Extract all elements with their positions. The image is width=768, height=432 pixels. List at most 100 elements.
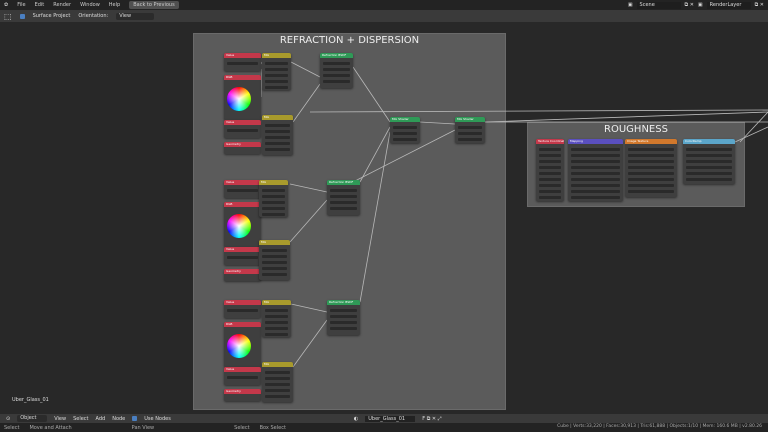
node-value[interactable]: Value [224, 367, 261, 385]
node-field[interactable] [262, 255, 287, 258]
node-field[interactable] [686, 148, 732, 151]
menu-node[interactable]: Node [112, 415, 126, 422]
node-header[interactable]: Mapping [568, 139, 623, 144]
menu-window[interactable]: Window [80, 2, 100, 8]
node-bsdf[interactable]: Refraction BSDF [320, 53, 353, 88]
node-field[interactable] [227, 62, 258, 65]
node-header[interactable]: Refraction BSDF [327, 300, 360, 305]
node-field[interactable] [393, 126, 417, 129]
node-image-texture[interactable]: Image Texture [625, 139, 677, 197]
node-field[interactable] [571, 148, 620, 151]
node-field[interactable] [571, 196, 620, 199]
node-field[interactable] [539, 148, 561, 151]
node-field[interactable] [262, 189, 285, 192]
node-field[interactable] [571, 166, 620, 169]
node-header[interactable]: Value [224, 247, 261, 252]
node-field[interactable] [571, 178, 620, 181]
node-header[interactable]: Mix [262, 115, 293, 120]
node-rgb[interactable]: RGB [224, 202, 261, 247]
node-bsdf[interactable]: Refraction BSDF [327, 300, 360, 335]
node-mix[interactable]: Mix [262, 115, 293, 155]
node-field[interactable] [265, 327, 288, 330]
node-mix[interactable]: Mix [262, 300, 291, 337]
node-field[interactable] [330, 201, 357, 204]
node-field[interactable] [265, 371, 290, 374]
node-field[interactable] [571, 160, 620, 163]
new-layer-icon[interactable]: ⧉ ✕ [754, 2, 764, 8]
node-header[interactable]: Value [224, 180, 261, 185]
node-field[interactable] [262, 267, 287, 270]
node-value[interactable]: Value [224, 300, 261, 318]
node-mix[interactable]: Mix [262, 53, 291, 90]
node-field[interactable] [265, 333, 288, 336]
node-geometry[interactable]: Geometry [224, 389, 261, 401]
node-header[interactable]: Image Texture [625, 139, 677, 144]
node-field[interactable] [323, 74, 350, 77]
node-field[interactable] [330, 195, 357, 198]
node-field[interactable] [539, 178, 561, 181]
menu-add[interactable]: Add [95, 415, 106, 422]
material-actions-icon[interactable]: F ⧉ ✕ ⤢ [422, 415, 442, 422]
node-field[interactable] [628, 166, 674, 169]
color-wheel[interactable] [227, 334, 251, 358]
orientation-dropdown[interactable]: View [116, 12, 155, 20]
use-nodes-checkbox[interactable] [132, 416, 138, 421]
node-field[interactable] [265, 389, 290, 392]
node-header[interactable]: Texture Coordinate [536, 139, 564, 144]
node-field[interactable] [330, 327, 357, 330]
node-field[interactable] [458, 126, 482, 129]
node-bsdf[interactable]: Refraction BSDF [327, 180, 360, 215]
color-wheel[interactable] [227, 87, 251, 111]
node-mix[interactable]: Mix [259, 240, 290, 280]
node-header[interactable]: ColorRamp [683, 139, 735, 144]
node-header[interactable]: Mix [262, 53, 291, 58]
scene-field[interactable]: Scene [636, 1, 681, 9]
node-field[interactable] [628, 190, 674, 193]
node-header[interactable]: Geometry [224, 142, 261, 147]
node-field[interactable] [539, 166, 561, 169]
node-field[interactable] [539, 196, 561, 199]
color-wheel[interactable] [227, 214, 251, 238]
node-field[interactable] [686, 172, 732, 175]
scene-icon[interactable]: ▣ [627, 2, 633, 8]
node-field[interactable] [628, 184, 674, 187]
node-header[interactable]: Refraction BSDF [320, 53, 353, 58]
node-field[interactable] [330, 321, 357, 324]
node-field[interactable] [571, 154, 620, 157]
node-field[interactable] [262, 201, 285, 204]
material-field[interactable]: Uber_Glass_01 [365, 415, 416, 422]
node-field[interactable] [262, 195, 285, 198]
node-field[interactable] [265, 80, 288, 83]
material-icon[interactable]: ◐ [353, 415, 359, 422]
node-field[interactable] [539, 190, 561, 193]
node-field[interactable] [262, 207, 285, 210]
node-field[interactable] [628, 178, 674, 181]
node-field[interactable] [458, 138, 482, 141]
node-field[interactable] [227, 256, 258, 259]
node-header[interactable]: Mix [262, 300, 291, 305]
node-field[interactable] [323, 62, 350, 65]
node-header[interactable]: RGB [224, 322, 261, 327]
editor-type-icon[interactable]: ⊙ [6, 415, 11, 422]
node-field[interactable] [262, 273, 287, 276]
node-mix-shader[interactable]: Mix Shader [455, 117, 485, 143]
node-field[interactable] [571, 184, 620, 187]
node-header[interactable]: Value [224, 53, 261, 58]
node-field[interactable] [323, 80, 350, 83]
node-rgb[interactable]: RGB [224, 322, 261, 367]
node-mix[interactable]: Mix [259, 180, 288, 217]
node-field[interactable] [262, 261, 287, 264]
menu-view[interactable]: View [54, 415, 67, 422]
node-field[interactable] [265, 142, 290, 145]
menu-render[interactable]: Render [53, 2, 72, 8]
node-field[interactable] [330, 309, 357, 312]
node-field[interactable] [628, 172, 674, 175]
node-field[interactable] [323, 68, 350, 71]
node-field[interactable] [265, 395, 290, 398]
node-field[interactable] [458, 132, 482, 135]
node-rgb[interactable]: RGB [224, 75, 261, 120]
node-mix[interactable]: Mix [262, 362, 293, 402]
node-header[interactable]: Geometry [224, 389, 261, 394]
node-field[interactable] [330, 315, 357, 318]
